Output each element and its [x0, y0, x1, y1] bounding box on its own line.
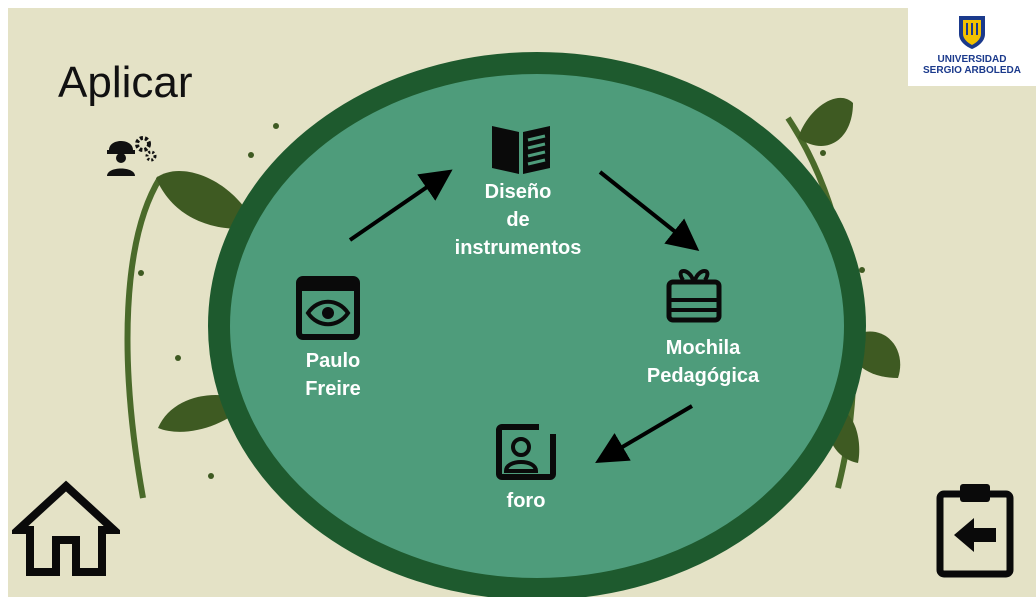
arrow-diseno-to-mochila [598, 170, 700, 251]
book-icon [492, 126, 550, 174]
back-button[interactable] [934, 480, 1016, 580]
node-paulo-freire[interactable] [293, 273, 363, 343]
label-line: instrumentos [454, 237, 582, 259]
arrow-mochila-to-foro [595, 404, 694, 464]
node-diseno[interactable] [486, 118, 556, 180]
cycle-circle [208, 52, 866, 597]
label-diseno: Diseño de instrumentos [438, 178, 598, 262]
shield-logo-icon [959, 16, 985, 49]
page-title: Aplicar [58, 58, 193, 107]
university-logo: UNIVERSIDAD SERGIO ARBOLEDA [908, 8, 1036, 86]
label-line: foro [506, 490, 546, 512]
label-mochila: Mochila Pedagógica [633, 334, 773, 390]
arrow-paulo-to-diseno [348, 169, 453, 242]
label-foro: foro [486, 487, 566, 515]
label-line: Mochila [665, 337, 741, 359]
gift-icon [666, 269, 722, 323]
label-line: de [506, 209, 530, 231]
label-line: Diseño [484, 181, 552, 203]
home-icon [8, 480, 125, 576]
logo-line-1: UNIVERSIDAD [937, 54, 1007, 65]
home-button[interactable] [8, 480, 125, 578]
label-line: Freire [305, 378, 361, 400]
worker-gears-icon [107, 136, 157, 176]
logo-line-2: SERGIO ARBOLEDA [923, 65, 1021, 76]
eye-icon [296, 276, 360, 340]
user-portrait-icon [496, 424, 557, 480]
node-foro[interactable] [493, 421, 559, 483]
label-paulo-freire: Paulo Freire [293, 347, 373, 403]
clipboard-back-icon [936, 484, 1014, 578]
slide-canvas: Aplicar Paulo Freire Diseño [8, 8, 1036, 597]
label-line: Pedagógica [646, 365, 760, 387]
node-mochila[interactable] [663, 266, 725, 326]
cycle-arrows [348, 169, 700, 464]
label-line: Paulo [305, 350, 361, 372]
